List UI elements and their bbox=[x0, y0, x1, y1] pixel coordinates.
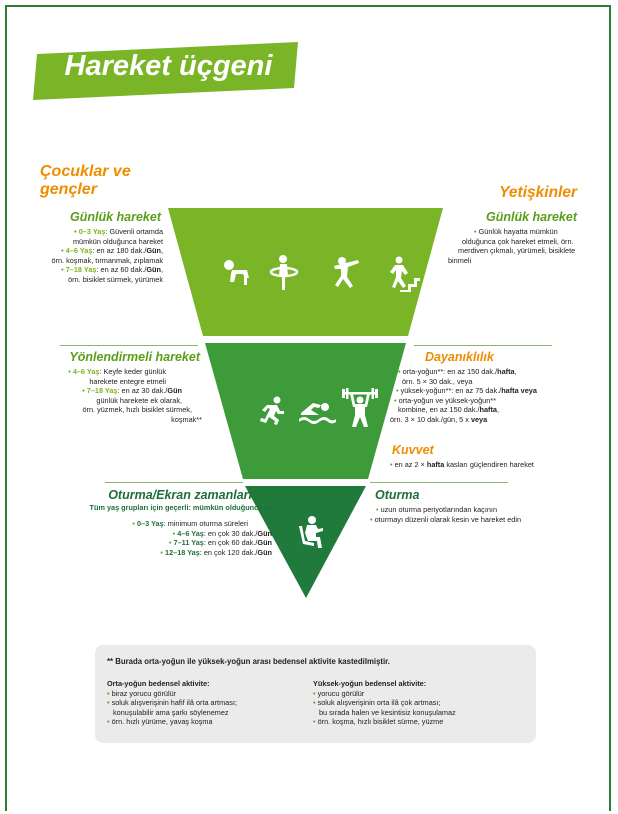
endurance-title: Dayanıklılık bbox=[425, 350, 494, 364]
screen-rule bbox=[105, 482, 243, 483]
title-banner: Hareket üçgeni bbox=[33, 42, 298, 100]
jumping-person-icon bbox=[334, 257, 359, 288]
hula-hoop-icon bbox=[269, 255, 299, 290]
footnote-vigorous: Yüksek-yoğun bedensel aktivite: • yorucu… bbox=[313, 679, 456, 726]
sitting-person-icon bbox=[299, 516, 323, 548]
footnote-box: ** Burada orta-yoğun ile yüksek-yoğun ar… bbox=[95, 645, 536, 743]
screen-title: Oturma/Ekran zamanları bbox=[108, 488, 252, 502]
pyramid-band-daily bbox=[168, 208, 443, 336]
page-frame bbox=[5, 5, 611, 811]
footnote-moderate: Orta-yoğun bedensel aktivite: • biraz yo… bbox=[107, 679, 237, 726]
daily-left-text: • 0–3 Yaş: Güvenli ortamda mümkün olduğu… bbox=[51, 227, 163, 284]
daily-right-text: • Günlük hayatta mümkün olduğunca çok ha… bbox=[448, 227, 576, 265]
sitting-rule bbox=[370, 482, 508, 483]
daily-left-title: Günlük hareket bbox=[70, 210, 161, 224]
daily-right-title: Günlük hareket bbox=[486, 210, 577, 224]
guided-text: • 4–6 Yaş: Keyfe keder günlük harekete e… bbox=[68, 367, 202, 424]
climbing-stairs-icon bbox=[390, 256, 420, 292]
crawling-child-icon bbox=[224, 260, 249, 285]
weightlifting-icon bbox=[342, 388, 378, 427]
page-title: Hareket üçgeni bbox=[64, 50, 273, 82]
sitting-text: • uzun oturma periyotlarından kaçının • … bbox=[370, 505, 522, 524]
running-person-icon bbox=[260, 396, 284, 425]
screen-text: • 0–3 Yaş: minimum oturma süreleri • 4–6… bbox=[132, 519, 272, 557]
adults-heading: Yetişkinler bbox=[499, 184, 577, 201]
swimming-person-icon bbox=[299, 403, 336, 424]
endurance-rule bbox=[414, 345, 552, 346]
screen-subtitle: Tüm yaş grupları için geçerli: mümkün ol… bbox=[89, 503, 272, 512]
guided-rule bbox=[60, 345, 198, 346]
children-heading: Çocuklar ve gençler bbox=[40, 163, 131, 198]
title-banner-shape bbox=[33, 42, 298, 100]
strength-title: Kuvvet bbox=[392, 443, 434, 457]
endurance-text: • orta-yoğun**: en az 150 dak./hafta, ör… bbox=[390, 367, 537, 424]
sitting-title: Oturma bbox=[375, 488, 420, 502]
footnote-heading: ** Burada orta-yoğun ile yüksek-yoğun ar… bbox=[107, 657, 390, 666]
strength-text: • en az 2 × hafta kasları güçlendiren ha… bbox=[390, 460, 534, 469]
guided-title: Yönlendirmeli hareket bbox=[69, 350, 200, 364]
